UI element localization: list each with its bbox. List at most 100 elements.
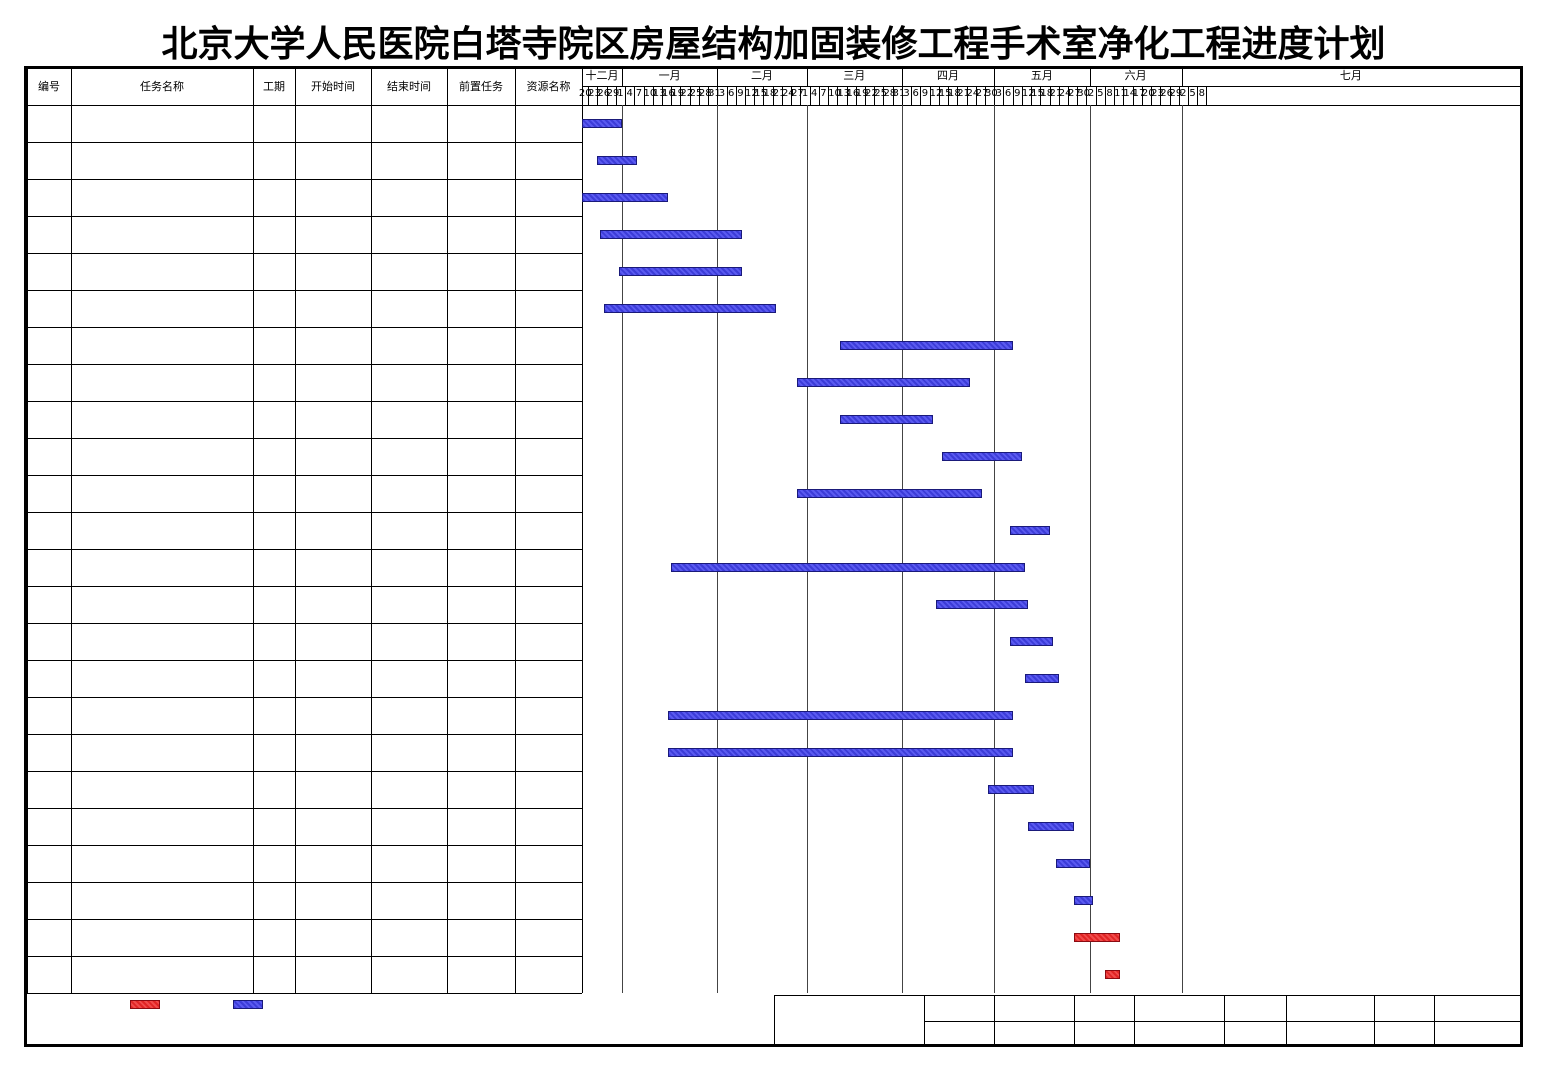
task-resource[interactable]	[515, 438, 582, 475]
task-bar[interactable]	[988, 785, 1035, 794]
task-bar[interactable]	[668, 711, 1013, 720]
task-predecessor[interactable]	[447, 586, 515, 623]
task-resource[interactable]	[515, 919, 582, 956]
task-resource[interactable]	[515, 475, 582, 512]
task-predecessor[interactable]	[447, 771, 515, 808]
task-predecessor[interactable]	[447, 327, 515, 364]
row-line	[27, 956, 582, 957]
task-resource[interactable]	[515, 142, 582, 179]
task-predecessor[interactable]	[447, 512, 515, 549]
task-predecessor[interactable]	[447, 401, 515, 438]
task-resource[interactable]	[515, 401, 582, 438]
task-bar[interactable]	[603, 304, 776, 313]
task-bar[interactable]	[597, 156, 638, 165]
task-predecessor[interactable]	[447, 253, 515, 290]
task-bar[interactable]	[1024, 674, 1059, 683]
task-resource[interactable]	[515, 549, 582, 586]
task-predecessor[interactable]	[447, 956, 515, 993]
critical-task-bar[interactable]	[1074, 933, 1121, 942]
task-resource[interactable]	[515, 956, 582, 993]
task-bar[interactable]	[935, 600, 1028, 609]
critical-task-bar[interactable]	[1104, 970, 1121, 979]
task-predecessor[interactable]	[447, 290, 515, 327]
task-bar[interactable]	[1009, 637, 1053, 646]
task-name[interactable]	[71, 586, 253, 623]
task-name[interactable]	[71, 549, 253, 586]
task-resource[interactable]	[515, 882, 582, 919]
task-name[interactable]	[71, 956, 253, 993]
task-bar[interactable]	[600, 230, 742, 239]
task-name[interactable]	[71, 216, 253, 253]
task-bar[interactable]	[582, 119, 622, 128]
task-predecessor[interactable]	[447, 623, 515, 660]
task-bar[interactable]	[797, 378, 970, 387]
task-predecessor[interactable]	[447, 697, 515, 734]
task-name[interactable]	[71, 142, 253, 179]
task-predecessor[interactable]	[447, 845, 515, 882]
task-name[interactable]	[71, 475, 253, 512]
task-resource[interactable]	[515, 623, 582, 660]
task-resource[interactable]	[515, 105, 582, 142]
task-bar[interactable]	[1028, 822, 1075, 831]
task-name[interactable]	[71, 401, 253, 438]
month-separator	[1089, 68, 1091, 86]
task-resource[interactable]	[515, 290, 582, 327]
task-predecessor[interactable]	[447, 882, 515, 919]
task-resource[interactable]	[515, 364, 582, 401]
task-name[interactable]	[71, 808, 253, 845]
task-name[interactable]	[71, 364, 253, 401]
task-bar[interactable]	[840, 341, 1013, 350]
task-predecessor[interactable]	[447, 179, 515, 216]
task-bar[interactable]	[1009, 526, 1050, 535]
day-label: 9	[737, 88, 744, 99]
task-name[interactable]	[71, 882, 253, 919]
task-predecessor[interactable]	[447, 105, 515, 142]
task-resource[interactable]	[515, 845, 582, 882]
task-bar[interactable]	[671, 563, 1025, 572]
task-predecessor[interactable]	[447, 549, 515, 586]
task-name[interactable]	[71, 438, 253, 475]
task-name[interactable]	[71, 734, 253, 771]
task-predecessor[interactable]	[447, 142, 515, 179]
task-predecessor[interactable]	[447, 475, 515, 512]
task-resource[interactable]	[515, 216, 582, 253]
task-resource[interactable]	[515, 660, 582, 697]
task-name[interactable]	[71, 697, 253, 734]
task-resource[interactable]	[515, 734, 582, 771]
task-name[interactable]	[71, 660, 253, 697]
task-resource[interactable]	[515, 808, 582, 845]
task-name[interactable]	[71, 919, 253, 956]
task-name[interactable]	[71, 771, 253, 808]
task-resource[interactable]	[515, 512, 582, 549]
task-resource[interactable]	[515, 586, 582, 623]
task-bar[interactable]	[840, 415, 933, 424]
task-resource[interactable]	[515, 253, 582, 290]
task-predecessor[interactable]	[447, 216, 515, 253]
task-resource[interactable]	[515, 327, 582, 364]
task-bar[interactable]	[797, 489, 982, 498]
task-predecessor[interactable]	[447, 660, 515, 697]
task-bar[interactable]	[1074, 896, 1093, 905]
task-resource[interactable]	[515, 697, 582, 734]
task-predecessor[interactable]	[447, 734, 515, 771]
task-resource[interactable]	[515, 771, 582, 808]
task-resource[interactable]	[515, 179, 582, 216]
task-name[interactable]	[71, 623, 253, 660]
task-bar[interactable]	[618, 267, 742, 276]
task-name[interactable]	[71, 512, 253, 549]
task-name[interactable]	[71, 327, 253, 364]
task-predecessor[interactable]	[447, 808, 515, 845]
task-bar[interactable]	[668, 748, 1013, 757]
task-bar[interactable]	[582, 193, 669, 202]
task-predecessor[interactable]	[447, 438, 515, 475]
row-line	[27, 882, 582, 883]
task-name[interactable]	[71, 105, 253, 142]
task-name[interactable]	[71, 253, 253, 290]
task-bar[interactable]	[1055, 859, 1090, 868]
task-name[interactable]	[71, 290, 253, 327]
task-name[interactable]	[71, 845, 253, 882]
task-predecessor[interactable]	[447, 919, 515, 956]
task-name[interactable]	[71, 179, 253, 216]
task-bar[interactable]	[941, 452, 1022, 461]
task-predecessor[interactable]	[447, 364, 515, 401]
